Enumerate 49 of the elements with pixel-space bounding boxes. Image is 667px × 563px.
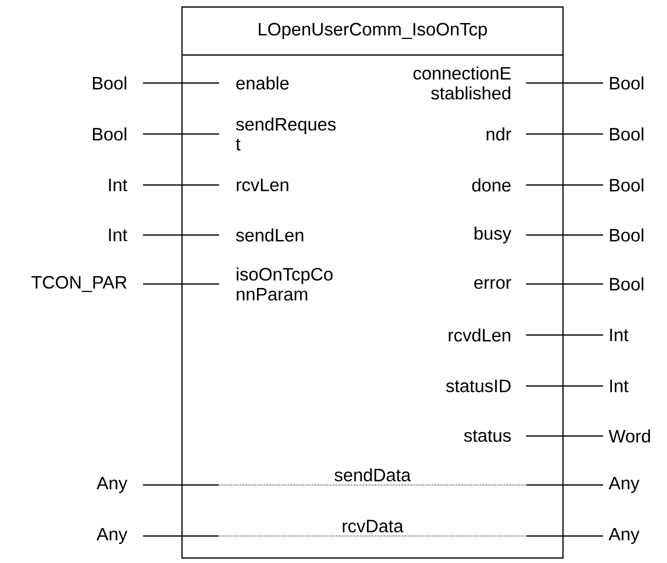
data-type-label: Int [610, 328, 628, 342]
data-type-label: Bool [92, 76, 126, 90]
in-out-pin: rcvData [218, 520, 527, 536]
pin-line [526, 385, 603, 387]
input-pin-label: sendReques t [236, 117, 336, 151]
input-pin-label: enable [236, 76, 289, 90]
output-pin-label: error [474, 279, 512, 289]
data-type-label: Int [109, 178, 128, 192]
pin-line [143, 82, 219, 84]
pin-line [526, 334, 603, 336]
pin-line [143, 234, 219, 236]
data-type-label: Int [109, 228, 128, 242]
data-type-label: Bool [610, 76, 644, 90]
input-pin-label: sendLen [236, 228, 304, 242]
pin-line [526, 133, 603, 135]
data-type-label: Int [610, 380, 628, 392]
output-pin-label: done [472, 178, 511, 192]
pin-line [526, 82, 603, 84]
in-out-pin: sendData [218, 468, 527, 486]
pin-line [143, 184, 219, 186]
pin-line [526, 535, 603, 537]
data-type-label: Bool [610, 127, 644, 141]
pin-line [526, 234, 603, 236]
data-type-label: Any [608, 528, 640, 544]
output-pin-label: busy [474, 226, 512, 244]
data-type-label: Any [96, 528, 128, 544]
pin-line [526, 435, 603, 437]
pin-line [143, 535, 218, 537]
pin-line [526, 484, 603, 486]
pin-line [143, 133, 219, 135]
input-pin-label: rcvLen [236, 178, 288, 192]
pin-line [143, 484, 218, 486]
output-pin-label: statusID [446, 380, 511, 392]
pin-line [143, 283, 219, 285]
output-pin-label: connectionE stablished [413, 66, 511, 100]
data-type-label: Bool [610, 277, 644, 291]
output-pin-label: status [464, 430, 511, 442]
data-type-label: Any [608, 476, 640, 494]
data-type-label: Bool [610, 228, 644, 242]
data-type-label: Any [96, 476, 128, 494]
pin-line [526, 184, 603, 186]
data-type-label: Bool [610, 178, 644, 192]
output-pin-label: ndr [486, 127, 512, 141]
data-type-label: Bool [92, 127, 126, 141]
pin-line [526, 283, 603, 285]
data-type-label: TCON_PAR [32, 276, 127, 292]
output-pin-label: rcvdLen [448, 328, 510, 342]
data-type-label: Word [608, 429, 650, 443]
input-pin-label: isoOnTcpCo nnParam [236, 267, 333, 301]
